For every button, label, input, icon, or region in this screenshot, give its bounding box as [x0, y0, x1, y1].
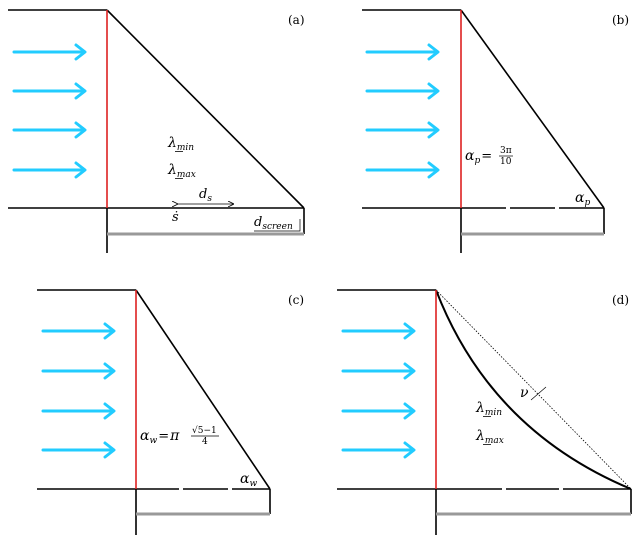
- incident-arrow: [365, 82, 440, 100]
- panel-d: (d) ν λmin λmax: [337, 289, 632, 535]
- prism-outline: [37, 289, 271, 535]
- incident-arrow: [365, 161, 440, 179]
- panel-c-label: (c): [288, 293, 304, 307]
- curved-surface: [435, 289, 632, 490]
- alpha-p-label: αp: [575, 190, 590, 208]
- prism-outline: [8, 9, 305, 253]
- incident-arrow: [41, 441, 116, 459]
- incident-arrow: [341, 441, 416, 459]
- alpha-p-equation: αp= 3π 10: [465, 146, 513, 167]
- d-screen-label: dscreen: [254, 215, 293, 232]
- svg-text:10: 10: [500, 157, 512, 167]
- incident-arrows: [41, 322, 116, 459]
- incident-arrows: [341, 322, 416, 459]
- panel-c: (c) αw=π √5−1 4 αw: [37, 289, 304, 535]
- prism-outline: [337, 289, 632, 535]
- incident-arrow: [341, 362, 416, 380]
- prism-outline: [362, 9, 605, 253]
- panel-a: (a) λmin λmax ds ṡ dscreen: [8, 9, 305, 253]
- lambda-max-label: λmax: [475, 428, 504, 446]
- incident-arrow: [12, 43, 87, 61]
- incident-arrow: [341, 402, 416, 420]
- incident-arrow: [341, 322, 416, 340]
- svg-text:√5−1: √5−1: [192, 425, 217, 436]
- incident-arrows: [365, 43, 440, 179]
- incident-arrow: [12, 161, 87, 179]
- incident-arrow: [12, 121, 87, 139]
- incident-arrow: [41, 402, 116, 420]
- svg-text:3π: 3π: [500, 146, 512, 156]
- chord-line: [435, 289, 632, 490]
- incident-arrows: [12, 43, 87, 179]
- alpha-w-label: αw: [240, 471, 257, 489]
- incident-arrow: [365, 43, 440, 61]
- panel-a-label: (a): [288, 13, 305, 27]
- panel-b: (b) αp= 3π 10 αp: [362, 9, 629, 253]
- ds-label: ds: [199, 187, 212, 204]
- lambda-min-label: λmin: [475, 400, 502, 418]
- nu-label: ν: [520, 385, 529, 401]
- svg-text:αp=: αp=: [465, 148, 492, 166]
- s-dot-label: ṡ: [172, 210, 179, 225]
- sagitta-line: [530, 386, 547, 401]
- lambda-min-label: λmin: [167, 135, 194, 153]
- lambda-max-label: λmax: [167, 162, 196, 180]
- svg-text:4: 4: [202, 437, 208, 447]
- incident-arrow: [41, 362, 116, 380]
- incident-arrow: [12, 82, 87, 100]
- panel-d-label: (d): [612, 293, 629, 307]
- svg-text:αw=π: αw=π: [140, 428, 180, 446]
- d-screen-bracket: [254, 219, 301, 232]
- panel-b-label: (b): [612, 13, 629, 27]
- alpha-w-equation: αw=π √5−1 4: [140, 425, 219, 447]
- incident-arrow: [365, 121, 440, 139]
- incident-arrow: [41, 322, 116, 340]
